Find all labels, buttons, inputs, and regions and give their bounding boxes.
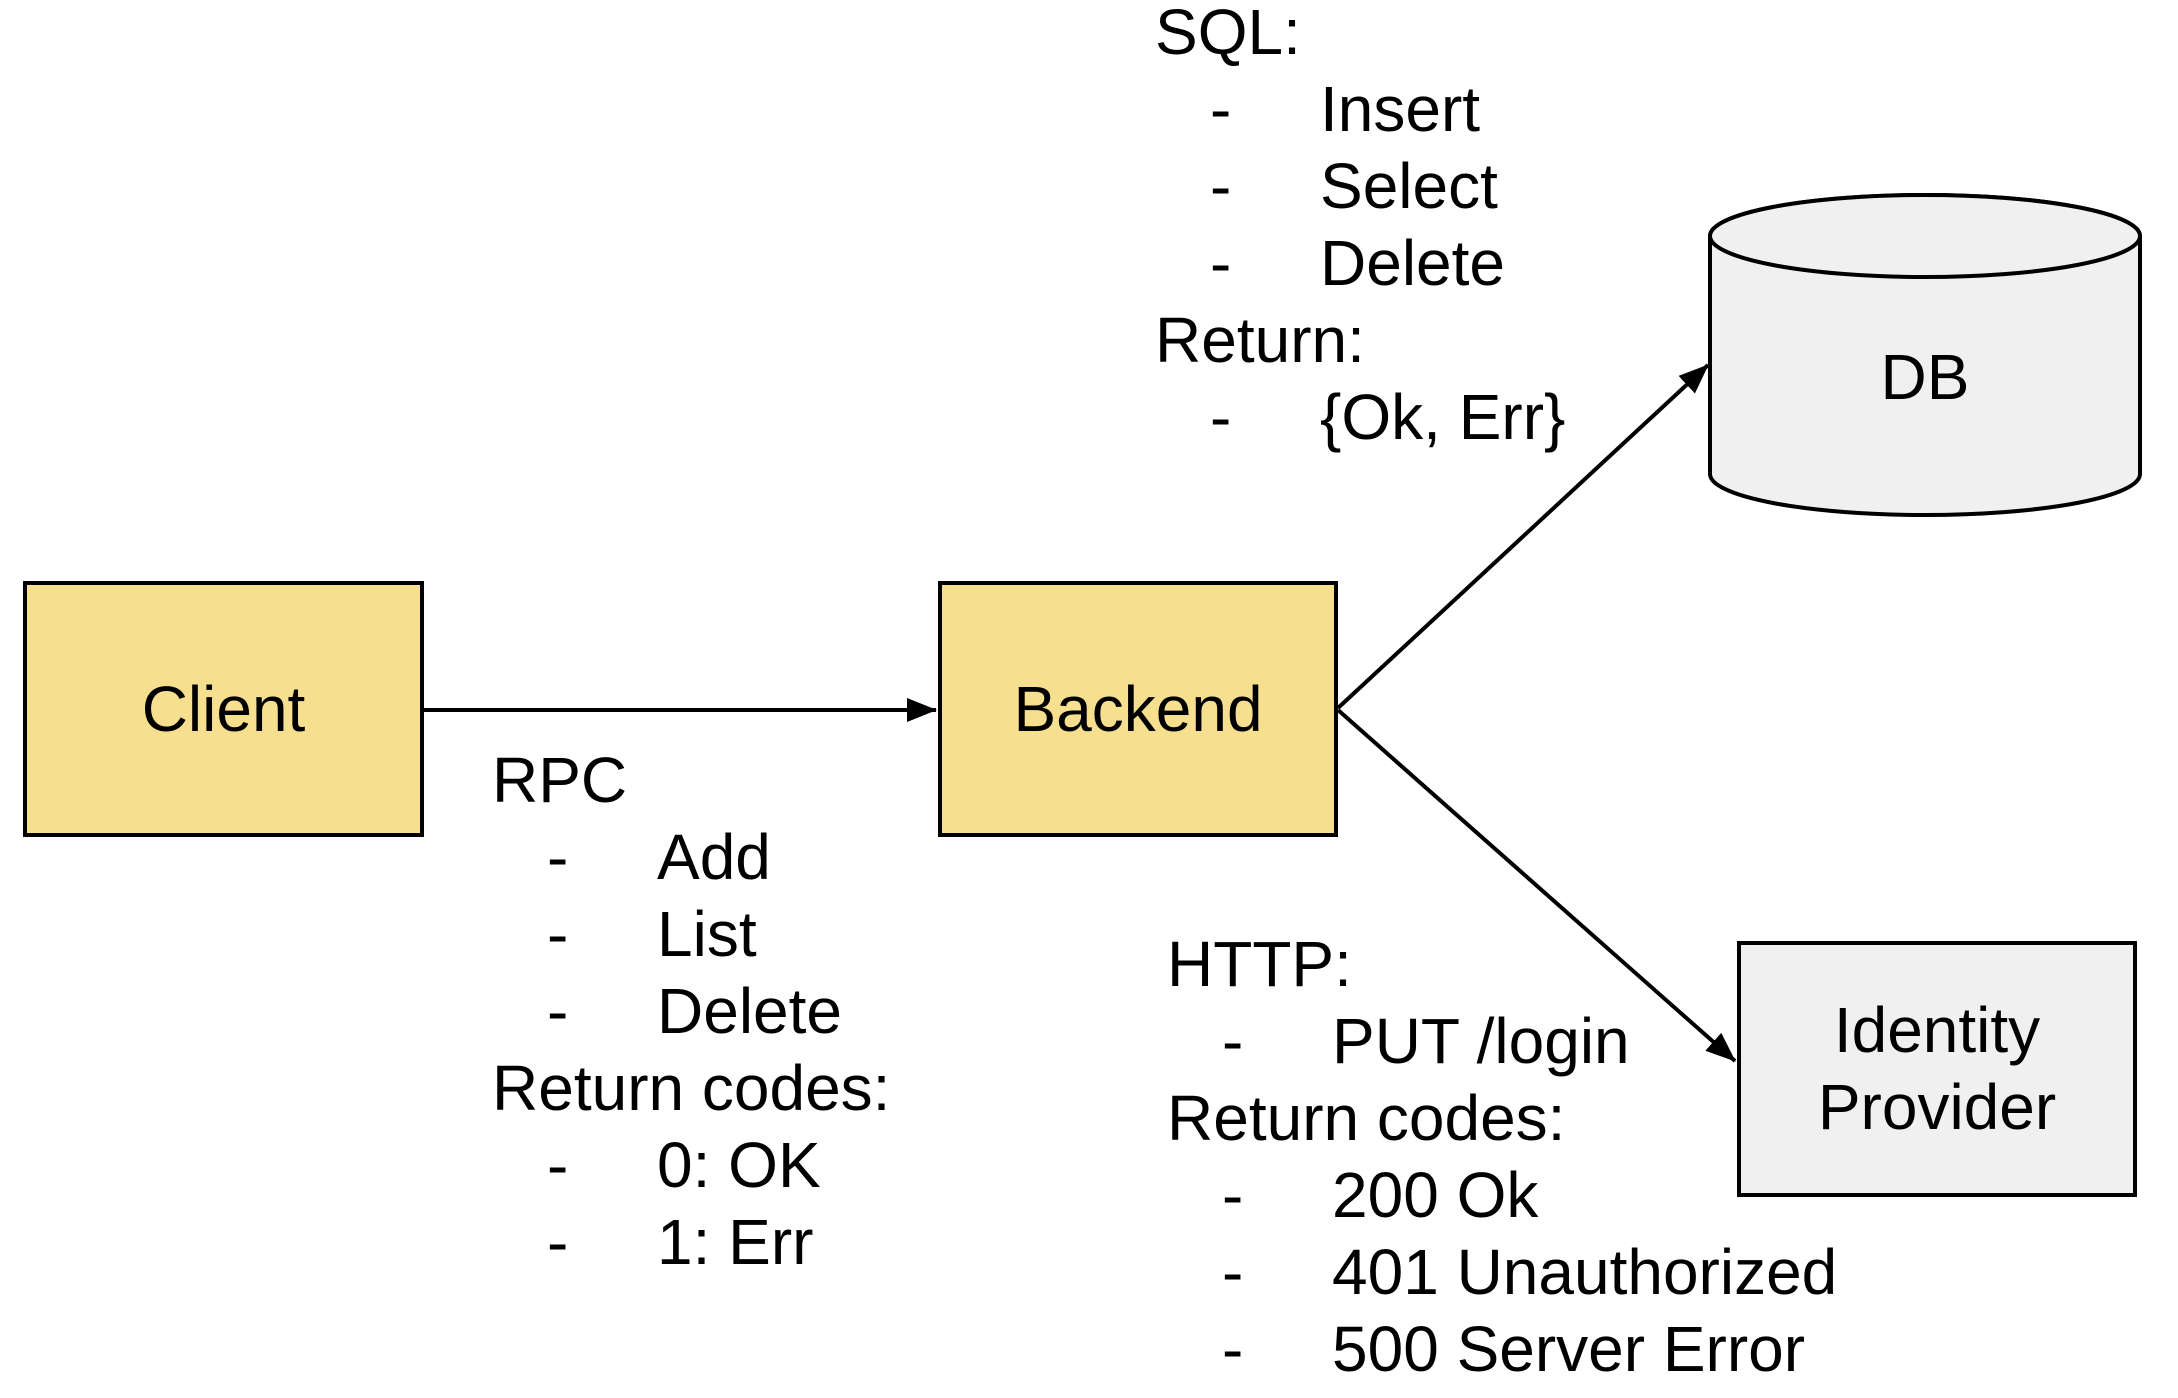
note-line: -Add: [547, 821, 771, 893]
note-line: SQL:: [1155, 0, 1301, 68]
note-line: Return codes:: [492, 1052, 891, 1124]
note-sql: SQL: -Insert -Select -Delete Return: -{O…: [1155, 0, 1565, 456]
note-line: -401 Unauthorized: [1222, 1236, 1838, 1308]
node-db-label: DB: [1880, 341, 1970, 413]
node-identity-provider-label: Identity Provider: [1817, 994, 2057, 1143]
note-line: -Select: [1210, 150, 1498, 222]
note-line: -Insert: [1210, 73, 1481, 145]
note-line: -1: Err: [547, 1206, 814, 1278]
node-client-label: Client: [141, 672, 306, 745]
note-line: -0: OK: [547, 1129, 821, 1201]
note-line: -{Ok, Err}: [1210, 381, 1566, 453]
note-line: -PUT /login: [1222, 1005, 1630, 1077]
note-line: Return codes:: [1167, 1082, 1566, 1154]
db-cylinder-shape: [1708, 193, 2142, 517]
arrow-backend-to-identity-provider: [1336, 708, 1737, 1063]
note-line: -List: [547, 898, 757, 970]
note-http: HTTP: -PUT /login Return codes: -200 Ok …: [1167, 926, 1837, 1388]
note-line: RPC: [492, 744, 628, 816]
node-identity-provider: Identity Provider: [1737, 941, 2137, 1197]
node-backend-label: Backend: [1013, 672, 1263, 745]
note-line: -Delete: [547, 975, 842, 1047]
node-client: Client: [23, 581, 424, 837]
note-line: Return:: [1155, 304, 1365, 376]
note-line: -500 Server Error: [1222, 1313, 1806, 1385]
note-line: -200 Ok: [1222, 1159, 1539, 1231]
node-backend: Backend: [938, 581, 1338, 837]
arrow-backend-to-db: [1336, 363, 1710, 710]
node-db: DB: [1710, 339, 2140, 416]
note-line: -Delete: [1210, 227, 1505, 299]
note-rpc: RPC -Add -List -Delete Return codes: -0:…: [492, 742, 890, 1281]
note-line: HTTP:: [1167, 928, 1352, 1000]
